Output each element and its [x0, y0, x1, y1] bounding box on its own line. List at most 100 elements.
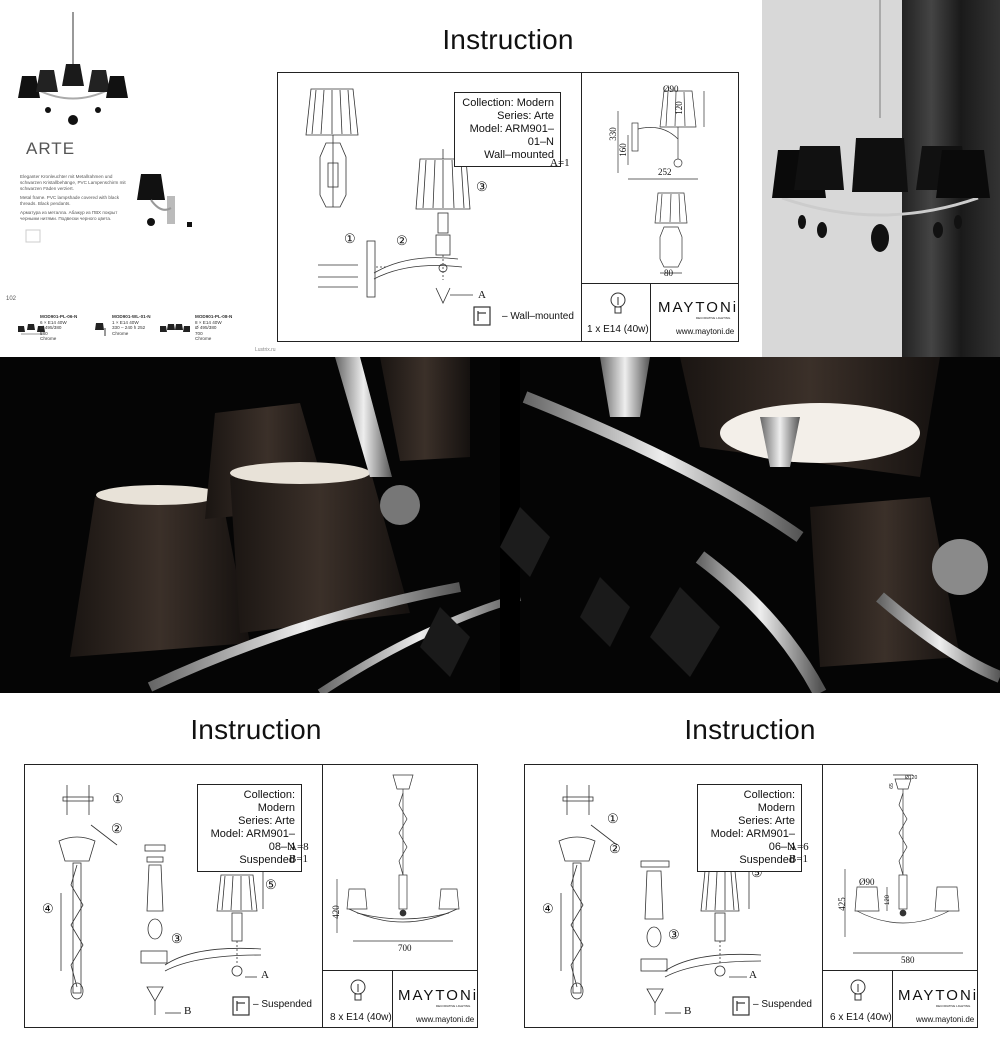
- product-spec: 700: [195, 330, 203, 336]
- product-spec: Chrome: [112, 330, 129, 336]
- dim-depth: 252: [658, 167, 672, 177]
- model-info-box: Collection: Modern Series: Arte Model: A…: [454, 92, 561, 167]
- series-name: ARTE: [26, 139, 76, 158]
- quantity-a: A=1: [550, 157, 570, 169]
- step-label: ①: [607, 811, 619, 826]
- chandelier-photo-render: [772, 0, 990, 252]
- dim-shade-height: 120: [673, 101, 684, 115]
- quantity-a: A=8: [289, 841, 309, 853]
- step-label: ②: [396, 233, 408, 248]
- instruction-title: Instruction: [190, 714, 322, 745]
- bulb-icon: [610, 292, 626, 314]
- collection: Collection: Modern: [462, 97, 554, 109]
- product-spec: 8 × E14 40W: [195, 319, 222, 325]
- quantity-b: B=1: [289, 853, 309, 865]
- bulb-icon: [850, 979, 866, 1001]
- product-spec: 6 × E14 40W: [40, 319, 67, 325]
- page-number: 102: [6, 296, 17, 302]
- part-label: B: [684, 1005, 692, 1017]
- bulb-icon: [350, 979, 366, 1001]
- chandelier-photo-light: [762, 0, 1000, 357]
- product-spec: Ø 495/380: [40, 325, 62, 331]
- wall-lamp-assembly-diagram: [305, 88, 491, 326]
- brand-url: www.maytoni.de: [416, 1015, 475, 1024]
- product-code: MOD901-PL-08-N: [195, 314, 233, 319]
- suspended-assembly-diagram: [58, 785, 264, 1016]
- feature-list: Eleganter Kronleuchter mit Metallrahmen …: [20, 174, 132, 222]
- brand-logo: MAYTONi: [898, 987, 979, 1004]
- feature-de: Eleganter Kronleuchter mit Metallrahmen …: [20, 174, 126, 191]
- feature-en: Metal frame. PVC lampshade covered with …: [20, 195, 120, 206]
- dim-width: 700: [398, 943, 412, 953]
- chandelier-illustration: [18, 12, 128, 125]
- product-icon-06: [18, 324, 45, 335]
- mount-type: Suspended: [239, 854, 295, 866]
- dim-shade-diameter: Ø90: [859, 877, 875, 887]
- step-label: ⑤: [265, 877, 277, 892]
- step-label: ⑤: [751, 865, 763, 880]
- dim-total-height: 330: [607, 127, 618, 141]
- dim-width: 580: [901, 955, 915, 965]
- product-codes: MOD901-PL-06-N 6 × E14 40W Ø 495/380 580…: [12, 314, 262, 354]
- step-label: ③: [171, 931, 183, 946]
- feature-ru: Арматура из металла. Абажур из ПВХ покры…: [20, 210, 118, 221]
- mount-type: Wall–mounted: [484, 149, 554, 161]
- part-label: B: [184, 1005, 192, 1017]
- instruction-title: Instruction: [442, 24, 574, 55]
- model: Model: ARM901–06–N: [710, 828, 795, 853]
- dim-shade-height: 120: [885, 894, 892, 906]
- dim-height: 420: [330, 905, 341, 919]
- brand-url: www.maytoni.de: [916, 1015, 975, 1024]
- dim-lower-height: 160: [617, 143, 628, 157]
- collection: Collection: Modern: [743, 789, 795, 814]
- model: Model: ARM901–08–N: [210, 828, 295, 853]
- quantity-a: A=6: [789, 841, 809, 853]
- series: Series: Arte: [238, 815, 295, 827]
- dim-top-height: 65: [888, 783, 895, 789]
- instruction-sheet-6-light: ① ② ③ ④ ⑤ A B Collection: Modern Series:…: [524, 764, 978, 1028]
- brand-tagline: DECORATIVE LIGHTING: [436, 1004, 471, 1008]
- suspended-assembly-diagram: [558, 785, 762, 1016]
- legend-text: – Wall–mounted: [502, 311, 574, 322]
- step-label: ①: [344, 231, 356, 246]
- product-spec: 330 – 240 h 252: [112, 325, 146, 331]
- model-info-box: Collection: Modern Series: Arte Model: A…: [197, 784, 302, 872]
- brand-logo: MAYTONi: [658, 299, 739, 316]
- product-code: MOD901-PL-06-N: [40, 314, 78, 319]
- brand-tagline: DECORATIVE LIGHTING: [696, 316, 731, 320]
- chandelier-photo-dark: [0, 357, 1000, 693]
- quantity-b: B=1: [789, 853, 809, 865]
- series: Series: Arte: [497, 110, 554, 122]
- model: Model: ARM901–01–N: [469, 123, 554, 148]
- model-info-box: Collection: Modern Series: Arte Model: A…: [697, 784, 802, 872]
- chandelier-8-dimension-diagram: [336, 774, 460, 942]
- legend-text: – Suspended: [253, 999, 312, 1010]
- bulb-spec: 1 x E14 (40w): [587, 324, 649, 335]
- step-label: ④: [542, 901, 554, 916]
- instruction-sheet-wall: ① ② ③ A Collection: Modern Series: Arte …: [277, 72, 739, 342]
- bulb-thumbnail: [25, 229, 41, 243]
- dim-top-diameter: Ø120: [905, 775, 918, 781]
- catalog-panel: ARTE Eleganter Kronleuchter mit Metallra…: [0, 0, 276, 357]
- part-label: A: [261, 969, 269, 981]
- bulb-spec: 6 x E14 (40w): [830, 1012, 892, 1023]
- product-spec: 580: [40, 330, 48, 336]
- product-icon-08: [160, 324, 190, 332]
- product-spec: Chrome: [40, 336, 57, 342]
- dim-width: 80: [664, 268, 673, 278]
- brand-url: www.maytoni.de: [676, 327, 735, 336]
- wall-lamp-dimension-diagram: [617, 90, 705, 274]
- step-label: ④: [42, 901, 54, 916]
- step-label: ③: [476, 179, 488, 194]
- legend-text: – Suspended: [753, 999, 812, 1010]
- series: Series: Arte: [738, 815, 795, 827]
- wall-lamp-thumbnail: [137, 174, 175, 226]
- mount-type: Suspended: [739, 854, 795, 866]
- chandelier-6-dimension-diagram: [844, 774, 963, 954]
- product-spec: 1 × E14 40W: [112, 319, 139, 325]
- part-label: A: [749, 969, 757, 981]
- instruction-title: Instruction: [684, 714, 816, 745]
- part-label: A: [478, 289, 486, 301]
- site-credit: Lustrix.ru: [255, 347, 276, 353]
- product-spec: Ø 495/380: [195, 325, 217, 331]
